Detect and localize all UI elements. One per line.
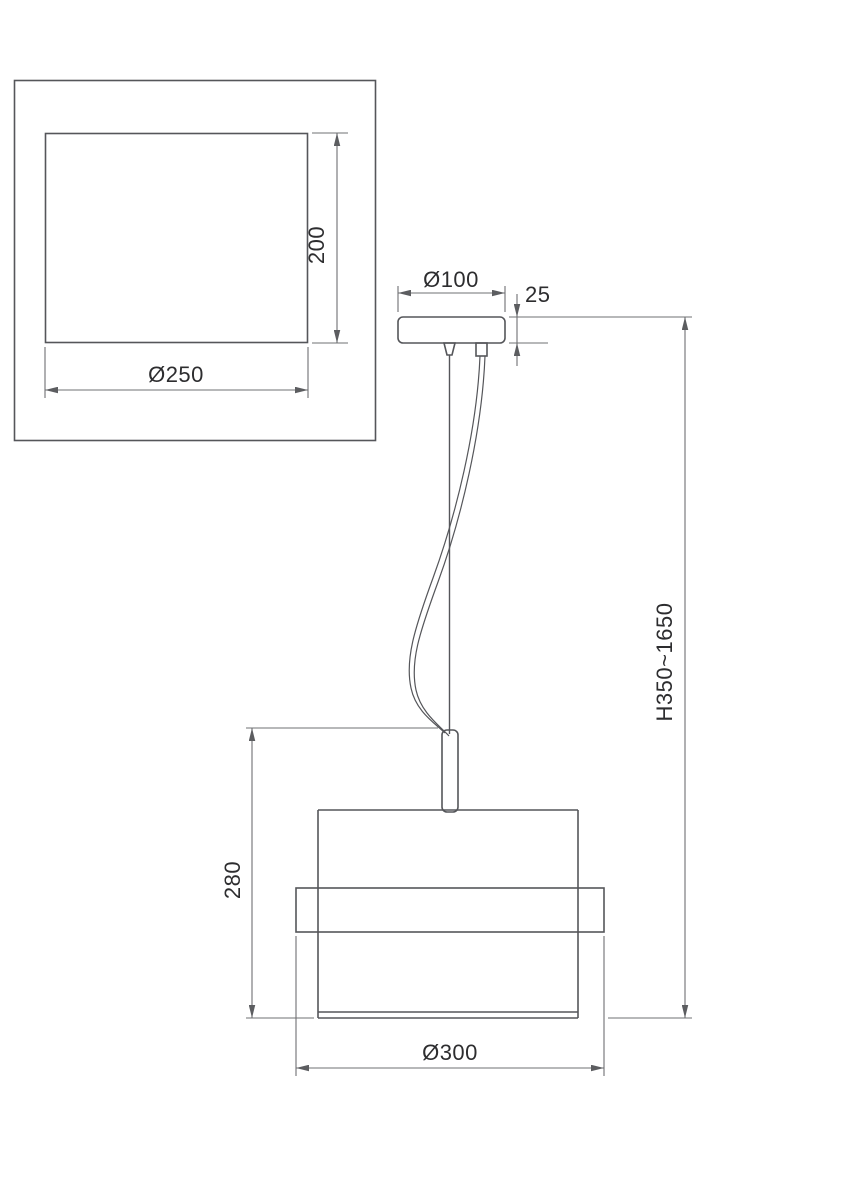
canopy-outline — [397, 316, 506, 344]
top-view-inner-outline — [44, 132, 309, 344]
power-cord-strand-left — [408, 355, 481, 734]
dimension-lines — [44, 132, 692, 1076]
shade-middle-band — [295, 887, 605, 933]
dim-label-top-view-height: 200 — [304, 226, 329, 264]
dim-label-shade-diameter: Ø300 — [422, 1040, 478, 1065]
dim-label-shade-assembly-height: 280 — [220, 861, 245, 899]
lamp-holder — [441, 729, 459, 813]
dim-label-overall-height: H350~1650 — [652, 603, 677, 722]
top-view-outer-outline — [13, 79, 377, 442]
dim-label-canopy-diameter: Ø100 — [423, 267, 479, 292]
cable-grip — [442, 342, 457, 356]
dim-label-top-view-diameter: Ø250 — [148, 362, 204, 387]
cord-nipple — [475, 342, 488, 357]
dimension-labels: 200 Ø250 Ø100 25 280 Ø300 H350~1650 — [148, 226, 677, 1065]
power-cord-strand-right — [413, 355, 486, 737]
dim-label-canopy-thickness: 25 — [525, 282, 550, 307]
object-lines — [13, 79, 605, 1019]
